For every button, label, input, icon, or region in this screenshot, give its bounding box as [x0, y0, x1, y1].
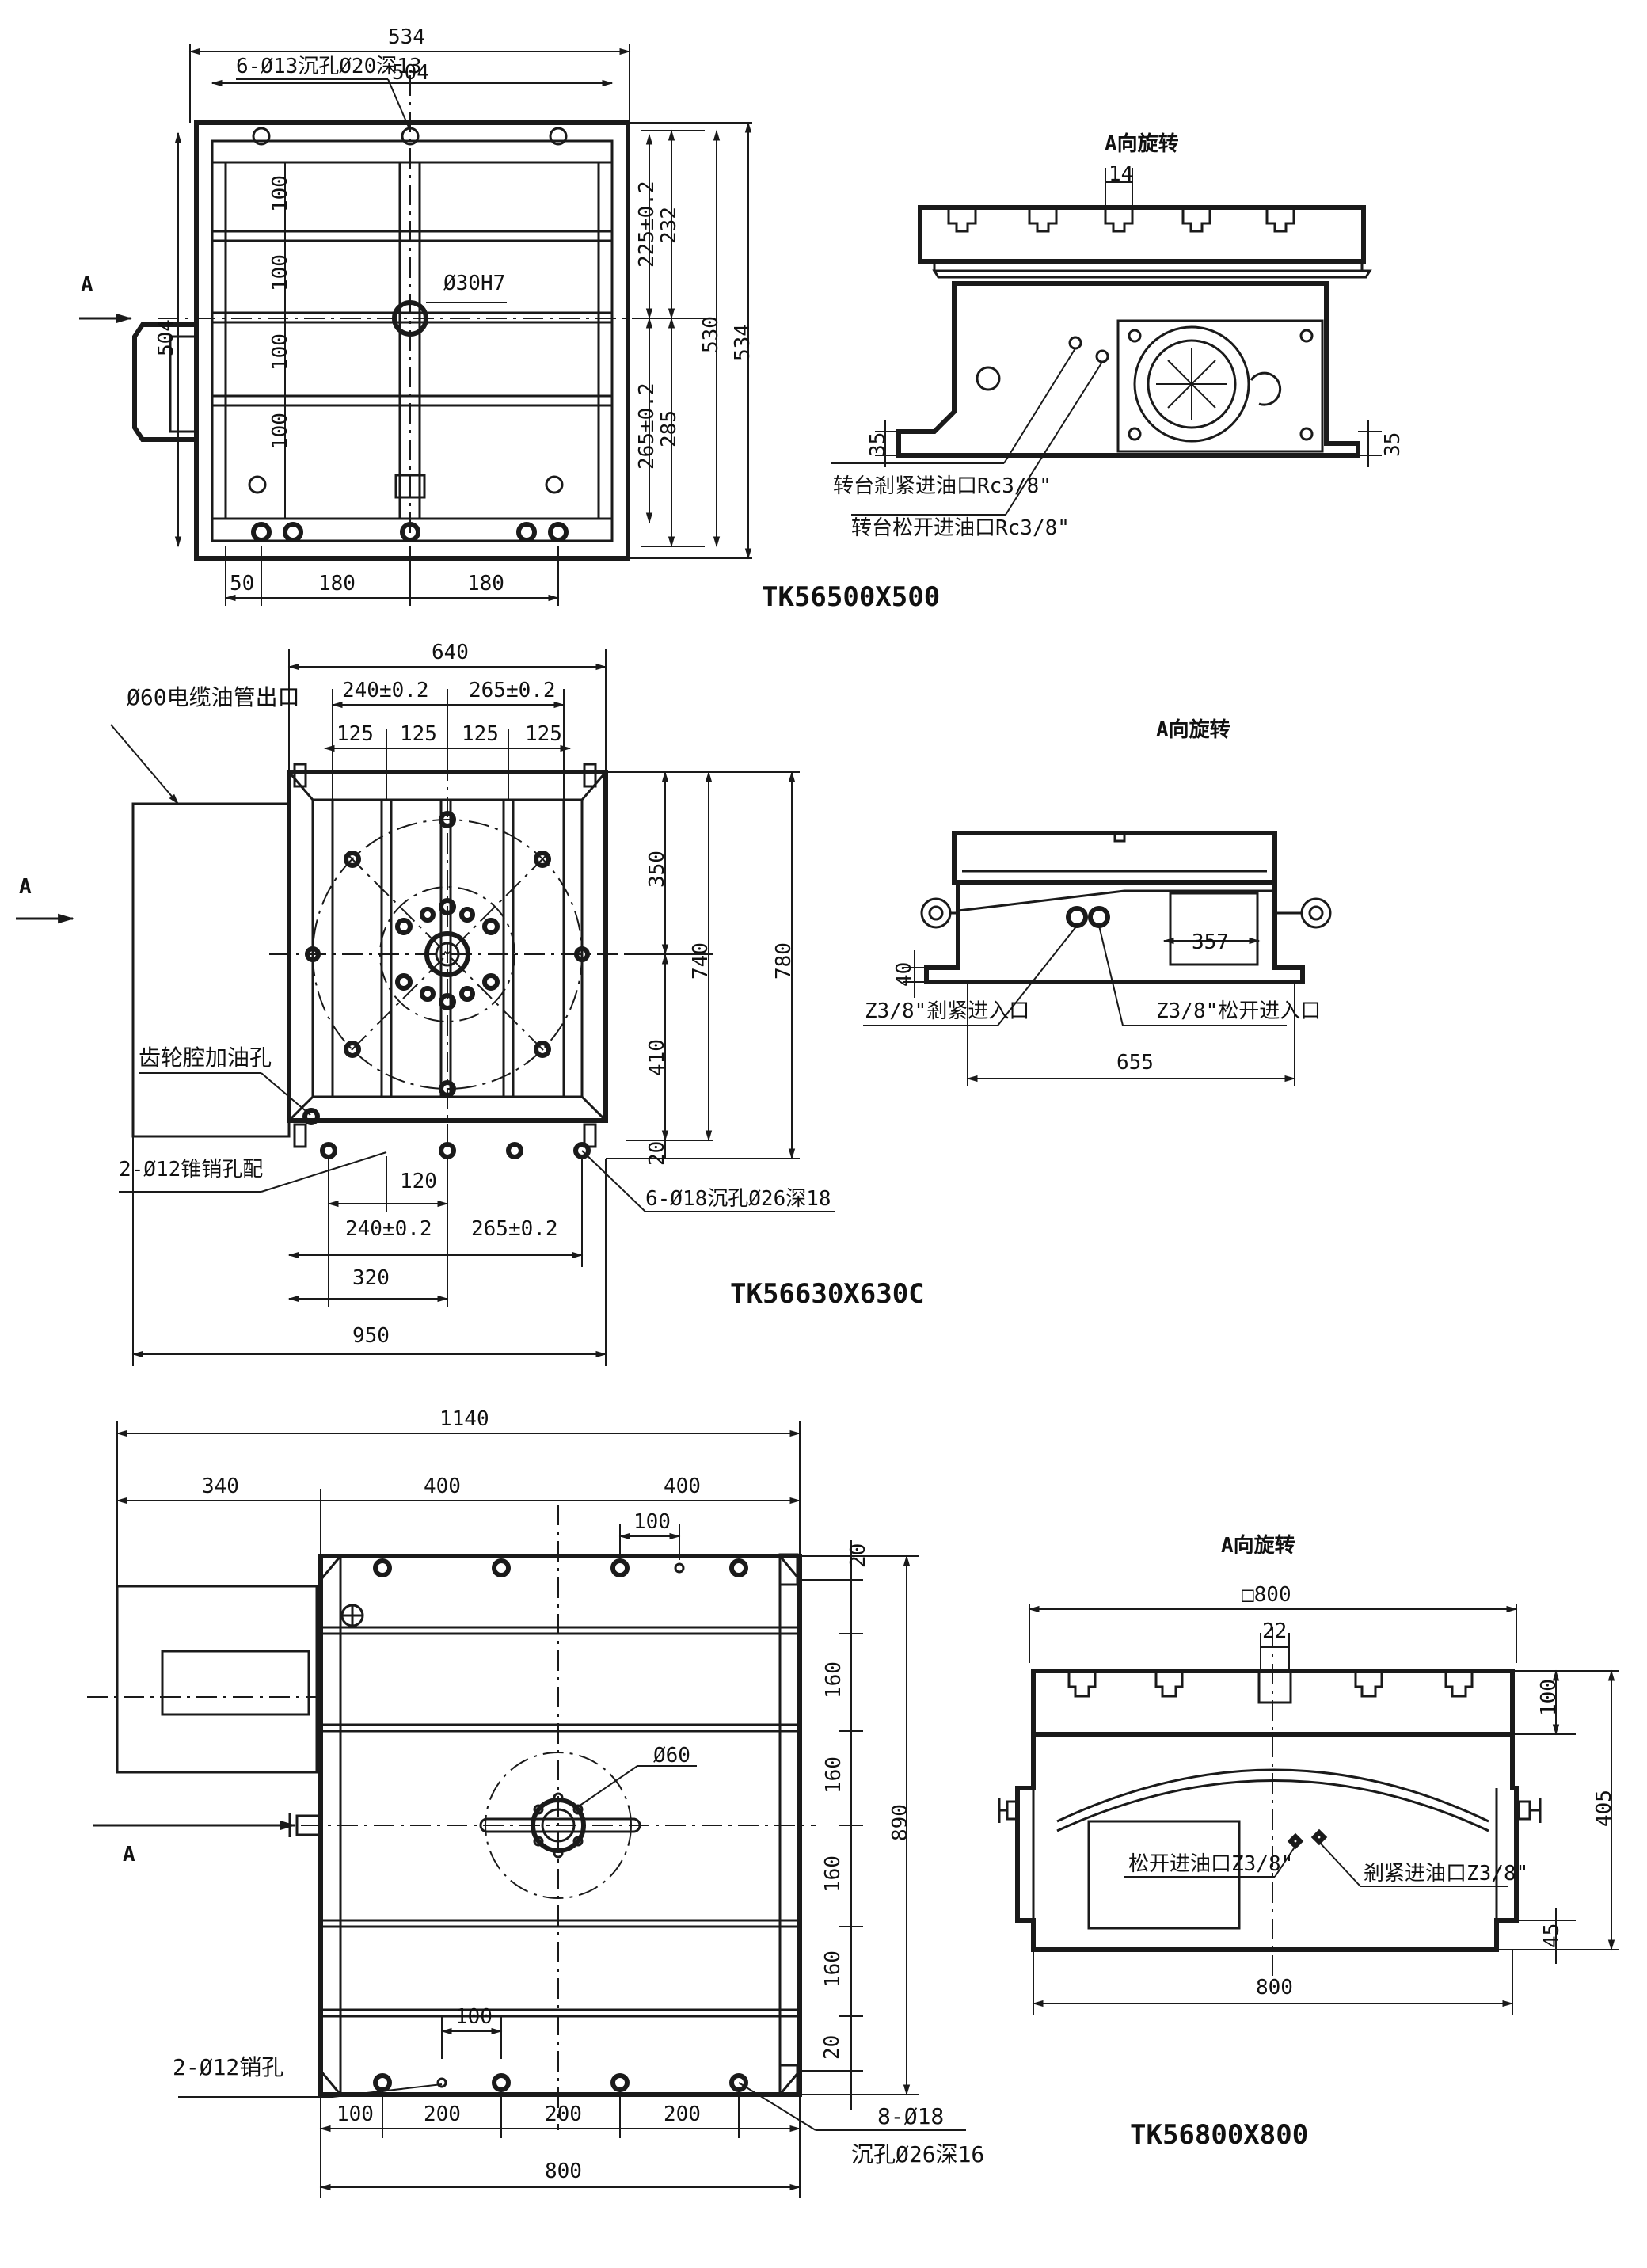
d2-p125b: 125	[400, 722, 437, 746]
drawing-3-side-view: A向旋转 □800 22 松开进油口Z3/8" 剎紧进油口	[998, 1533, 1619, 2151]
d2-release-port: Z3/8"松开进入口	[1156, 999, 1321, 1023]
d3-r160c: 160	[821, 1855, 845, 1893]
d3-model-title: TK56800X800	[1130, 2119, 1308, 2151]
drawing-2-side-view: A向旋转 357 Z3/8"剎紧进入口 Z3/8"松开进入口 40 655	[863, 717, 1332, 1086]
d3-b200c: 200	[664, 2102, 701, 2126]
d2-v780: 780	[772, 942, 796, 980]
drawing-2-plan-view: A 640 240±0.2 265±0.2 125 125 125 125 Ø6…	[16, 641, 925, 1366]
d2-p125a: 125	[337, 722, 374, 746]
d2-cable-outlet: Ø60电缆油管出口	[127, 684, 300, 710]
d3-view-title: A向旋转	[1221, 1533, 1295, 1558]
d1-release-port: 转台松开进油口Rc3/8"	[851, 516, 1070, 540]
d3-t340: 340	[202, 1475, 239, 1498]
d1-side-35-left: 35	[866, 432, 890, 457]
d3-b100: 100	[337, 2102, 374, 2126]
d3-r160a: 160	[822, 1661, 846, 1699]
d3-r890: 890	[888, 1804, 912, 1841]
d1-holes-note: 6-Ø13沉孔Ø20深13	[236, 55, 422, 78]
d2-counterbore: 6-Ø18沉孔Ø26深18	[645, 1187, 831, 1211]
d1-model-title: TK56500X500	[762, 581, 940, 613]
d3-side-45: 45	[1540, 1924, 1564, 1948]
d3-counterbore: 沉孔Ø26深16	[851, 2141, 984, 2167]
d2-view-title: A向旋转	[1156, 717, 1230, 742]
drawing-1-plan-view: A 534 504 6-Ø13沉孔Ø20深13 Ø30H7 100 100 10…	[79, 25, 940, 613]
d2-clamp-port: Z3/8"剎紧进入口	[865, 999, 1029, 1023]
d2-b240: 240±0.2	[345, 1217, 432, 1241]
d1-bottom-180b: 180	[467, 572, 504, 596]
d2-b320: 320	[352, 1266, 390, 1290]
d2-model-title: TK56630X630C	[730, 1278, 925, 1310]
d3-t400b: 400	[664, 1475, 701, 1498]
d1-pitch-2: 100	[268, 254, 292, 291]
d2-top-265: 265±0.2	[469, 679, 556, 702]
d3-side-800: 800	[1256, 1976, 1293, 2000]
d2-b950: 950	[352, 1324, 390, 1348]
d1-dim-285: 285	[657, 410, 681, 447]
d2-v20: 20	[645, 1141, 669, 1166]
d2-v740: 740	[689, 942, 713, 980]
d1-dim-265: 265±0.2	[635, 382, 659, 470]
d3-r160d: 160	[821, 1950, 845, 1988]
d1-bottom-180a: 180	[318, 572, 356, 596]
d1-side-14: 14	[1109, 162, 1133, 186]
d3-r20-top: 20	[846, 1543, 870, 1568]
d1-side-35-right: 35	[1381, 432, 1405, 457]
d3-t100: 100	[633, 1510, 671, 1534]
d2-p125c: 125	[462, 722, 499, 746]
d2-side-40: 40	[892, 962, 916, 987]
d1-clamp-port: 转台剎紧进油口Rc3/8"	[833, 474, 1052, 498]
d1-bottom-50: 50	[230, 572, 254, 596]
d2-p125d: 125	[525, 722, 562, 746]
d3-b800: 800	[545, 2160, 582, 2183]
d2-v410: 410	[645, 1039, 669, 1076]
d1-view-title: A向旋转	[1105, 131, 1179, 156]
d3-arrow-label: A	[123, 1843, 135, 1867]
d1-motor-504: 504	[154, 319, 178, 356]
d2-arrow-label: A	[19, 875, 32, 899]
d3-side-405: 405	[1592, 1790, 1616, 1827]
d1-pitch-3: 100	[268, 333, 292, 371]
d3-release-port: 松开进油口Z3/8"	[1128, 1852, 1293, 1876]
d2-side-357: 357	[1192, 930, 1229, 954]
d1-dim-534: 534	[388, 25, 425, 49]
d3-b200a: 200	[424, 2102, 461, 2126]
d1-dim-225: 225±0.2	[635, 181, 659, 268]
d3-side-100: 100	[1537, 1679, 1561, 1716]
drawing-3-plan-view: A Ø60 1140 340 400 400 100 20 160 160 16…	[87, 1407, 984, 2198]
d3-t400a: 400	[424, 1475, 461, 1498]
d1-arrow-label: A	[81, 273, 93, 297]
d1-dim-504: 504	[392, 61, 429, 85]
d1-pitch-1: 100	[268, 175, 292, 212]
d2-top-240: 240±0.2	[342, 679, 429, 702]
d3-bore60: Ø60	[653, 1744, 690, 1768]
d3-b200b: 200	[545, 2102, 582, 2126]
d1-dim-232: 232	[657, 207, 681, 244]
d1-bore: Ø30H7	[443, 272, 505, 295]
d1-dim-534-right: 534	[731, 324, 755, 361]
d2-dim-640: 640	[432, 641, 469, 664]
d3-r20-bot: 20	[820, 2035, 844, 2060]
d3-side-square: □800	[1242, 1583, 1291, 1607]
d2-gear-oil: 齿轮腔加油孔	[139, 1045, 272, 1071]
d2-b120: 120	[400, 1170, 437, 1193]
d2-v350: 350	[645, 850, 669, 888]
d2-pin-holes: 2-Ø12锥销孔配	[119, 1158, 263, 1182]
d2-side-655: 655	[1116, 1051, 1154, 1075]
d2-b265: 265±0.2	[471, 1217, 558, 1241]
d3-side-22: 22	[1262, 1619, 1287, 1643]
d3-dim-1140: 1140	[439, 1407, 489, 1431]
drawing-1-side-view: A向旋转 14 转台剎紧	[831, 131, 1405, 540]
d1-dim-530: 530	[699, 316, 723, 353]
d3-clamp-port: 剎紧进油口Z3/8"	[1364, 1862, 1528, 1886]
d3-pin-holes: 2-Ø12销孔	[173, 2054, 283, 2080]
d3-b100-inner: 100	[455, 2005, 493, 2029]
d3-r160b: 160	[822, 1756, 846, 1794]
d3-holes-8: 8-Ø18	[877, 2103, 944, 2129]
d1-pitch-4: 100	[268, 413, 292, 450]
